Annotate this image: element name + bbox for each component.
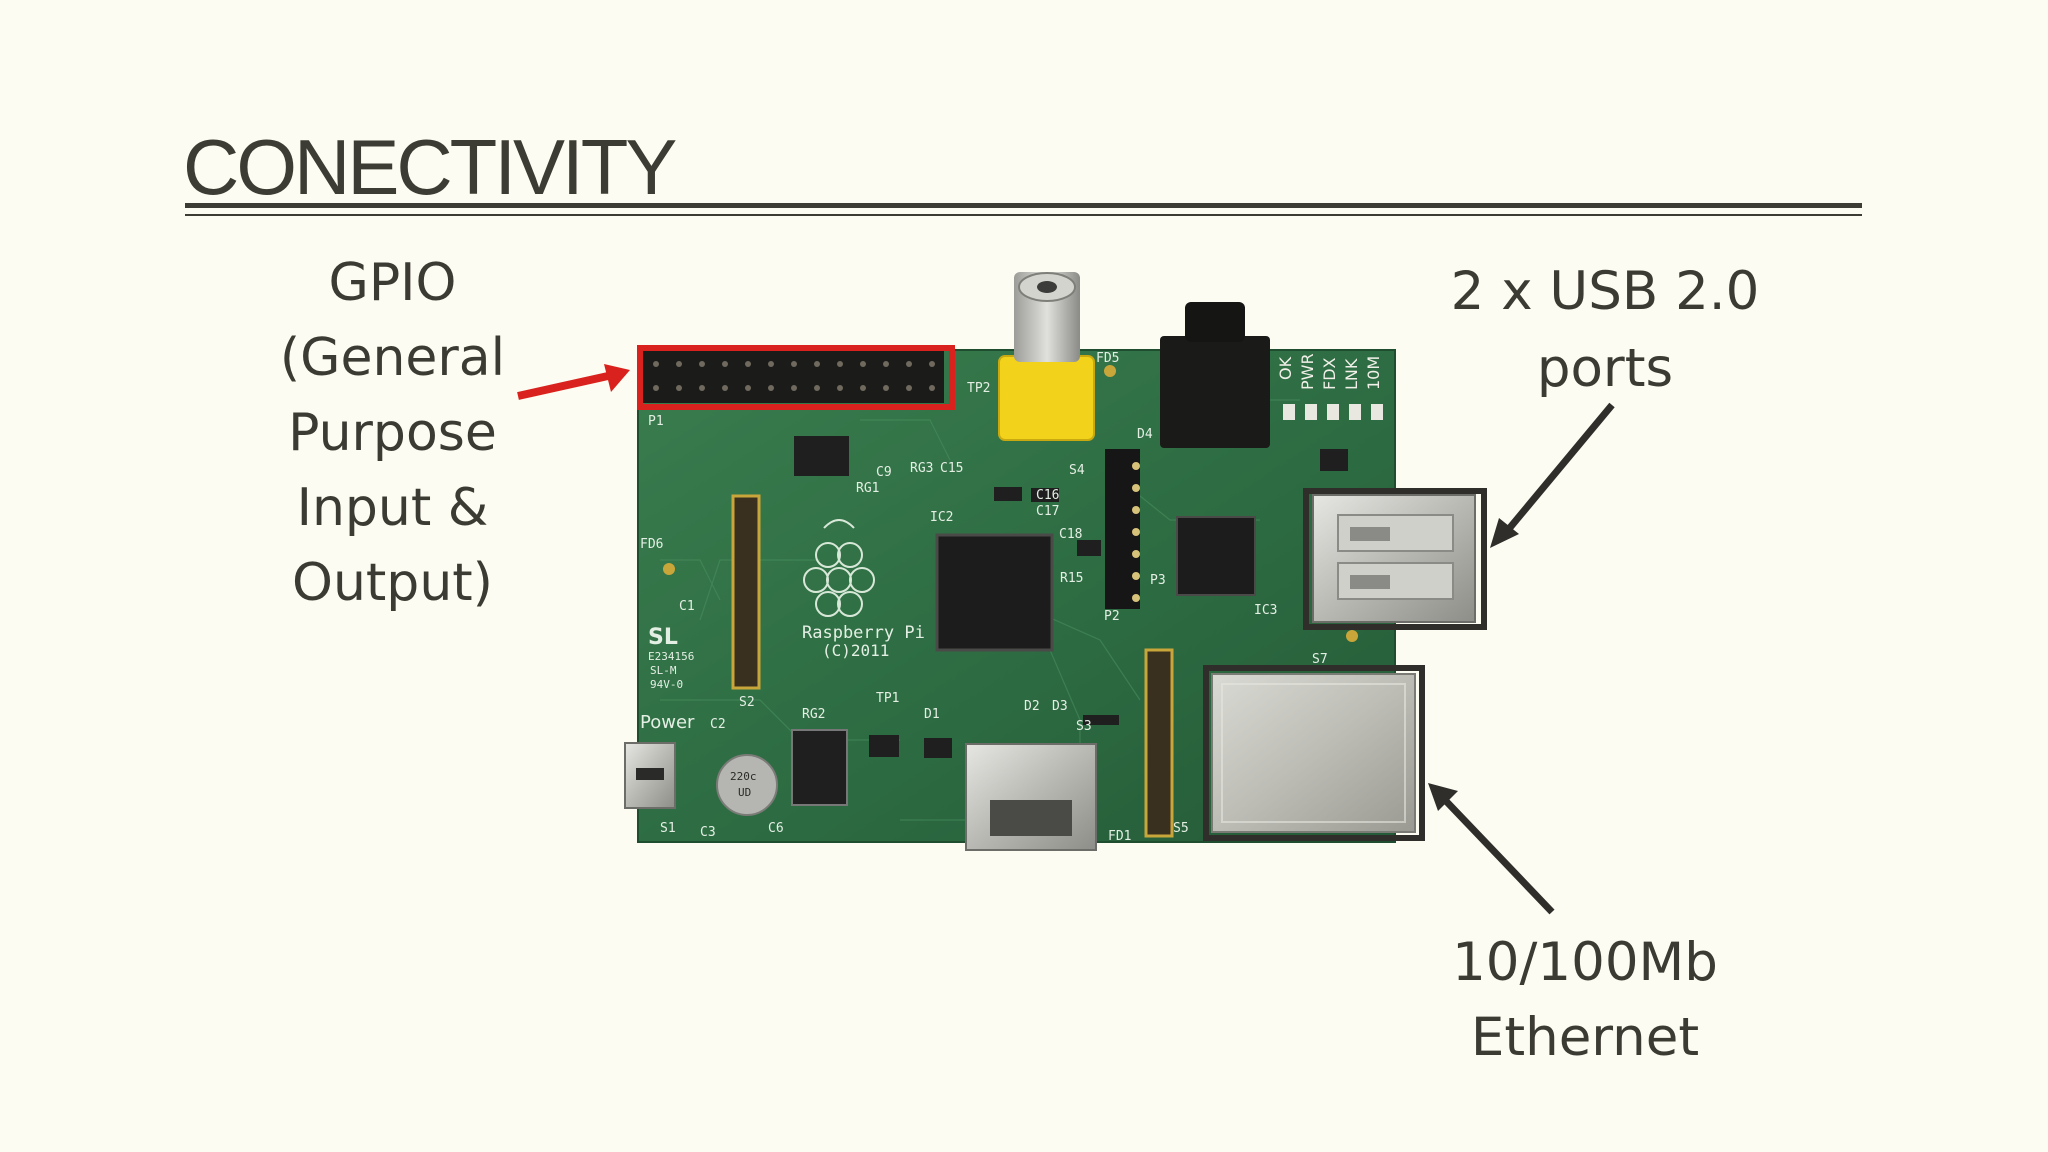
led-label: LNK (1342, 358, 1361, 390)
display-connector (1144, 648, 1174, 838)
gpio-highlight-box (637, 345, 955, 410)
gpio-caption-line: Purpose (288, 403, 497, 463)
usb-arrow-line (1505, 402, 1615, 533)
mounting-hole (1104, 365, 1116, 377)
component-labels: P1 IC2 IC3 S1 S2 S3 S4 S5 S7 C2 C3 C6 C1… (640, 351, 1328, 844)
usb-highlight-box (1303, 488, 1487, 630)
label-p3: P3 (1150, 573, 1166, 588)
label-tp1: TP1 (876, 691, 899, 706)
gpio-caption-line: GPIO (328, 253, 457, 313)
mounting-hole (1346, 630, 1358, 642)
label-s3: S3 (1076, 719, 1092, 734)
led-labels: OK PWR FDX LNK 10M (1276, 353, 1383, 390)
ethernet-caption: 10/100Mb Ethernet (1400, 925, 1770, 1075)
board-copyright-text: (C)2011 (822, 641, 889, 660)
label-s2: S2 (739, 695, 755, 710)
gpio-caption-line: Input & (296, 478, 489, 538)
led-label: FDX (1320, 357, 1339, 390)
label-fd1: FD1 (1108, 829, 1131, 844)
gpio-caption-line: (General (279, 328, 506, 388)
label-s1: S1 (660, 821, 676, 836)
capacitor-code: UD (738, 786, 751, 799)
label-p2: P2 (1104, 609, 1120, 624)
title-rule-thin (185, 214, 1862, 216)
led-label: 10M (1364, 356, 1383, 390)
label-c18: C18 (1059, 527, 1082, 542)
capacitor-text: 220c (730, 770, 757, 783)
title-rule-thick (185, 203, 1862, 208)
label-s4: S4 (1069, 463, 1085, 478)
ethernet-port (1211, 673, 1416, 833)
label-rg2: RG2 (802, 707, 825, 722)
label-fd6: FD6 (640, 537, 663, 552)
usb-caption-line: ports (1536, 338, 1674, 399)
mounting-hole (663, 563, 675, 575)
camera-connector (731, 494, 761, 690)
sl-code: E234156 (648, 650, 694, 663)
label-c16: C16 (1036, 488, 1059, 503)
label-ic3: IC3 (1254, 603, 1277, 618)
raspberry-logo (803, 519, 875, 617)
soc-chip (935, 533, 1054, 652)
usb-arrow-head (1490, 518, 1519, 548)
label-d1: D1 (924, 707, 940, 722)
gpio-header (642, 351, 944, 403)
ethernet-arrow-head (1428, 783, 1458, 811)
label-c2: C2 (710, 717, 726, 732)
label-c6: C6 (768, 821, 784, 836)
ethernet-highlight-box (1203, 665, 1425, 841)
label-r15: R15 (1060, 571, 1083, 586)
label-s7: S7 (1312, 652, 1328, 667)
audio-jack-barrel (1185, 302, 1245, 342)
sl-mark: SL (648, 625, 678, 650)
ethernet-arrow-line (1442, 797, 1555, 915)
status-leds (1283, 404, 1383, 420)
label-rg3: RG3 (910, 461, 933, 476)
ethernet-caption-line: Ethernet (1470, 1007, 1700, 1068)
label-d2: D2 (1024, 699, 1040, 714)
label-d3: D3 (1052, 699, 1068, 714)
ethernet-caption-line: 10/100Mb (1452, 932, 1718, 993)
voltage-regulator-rg2 (791, 729, 848, 806)
led-label: PWR (1298, 353, 1317, 390)
label-c9: C9 (876, 465, 892, 480)
usb-caption: 2 x USB 2.0 ports (1420, 253, 1790, 407)
label-p1: P1 (648, 414, 664, 429)
power-label: Power (640, 712, 695, 733)
sl-sub: SL-M (650, 664, 677, 677)
gpio-caption: GPIO (General Purpose Input & Output) (230, 246, 555, 621)
label-c17: C17 (1036, 504, 1059, 519)
gpio-pins (653, 361, 935, 391)
label-d4: D4 (1137, 427, 1153, 442)
gpio-arrow-head (604, 364, 630, 392)
label-c3: C3 (700, 825, 716, 840)
sl-rating: 94V-0 (650, 678, 683, 691)
label-rg1: RG1 (856, 481, 879, 496)
gpio-caption-line: Output) (292, 553, 493, 613)
usb-caption-line: 2 x USB 2.0 (1450, 261, 1760, 322)
label-c1: C1 (679, 599, 695, 614)
label-c15: C15 (940, 461, 963, 476)
capacitor-c6 (716, 754, 778, 816)
rca-jack-body (998, 355, 1095, 441)
gpio-arrow-line (517, 372, 609, 400)
label-s5: S5 (1173, 821, 1189, 836)
label-ic2: IC2 (930, 510, 953, 525)
header-p2-pads (1132, 462, 1140, 602)
smd-components (794, 436, 1348, 758)
slide-title: CONECTIVITY (183, 123, 677, 211)
board-logo-text: Raspberry Pi (802, 623, 925, 643)
lan-chip (1176, 516, 1256, 596)
label-tp2: TP2 (967, 381, 990, 396)
audio-jack (1160, 336, 1270, 448)
label-fd5: FD5 (1096, 351, 1119, 366)
led-label: OK (1276, 356, 1295, 380)
